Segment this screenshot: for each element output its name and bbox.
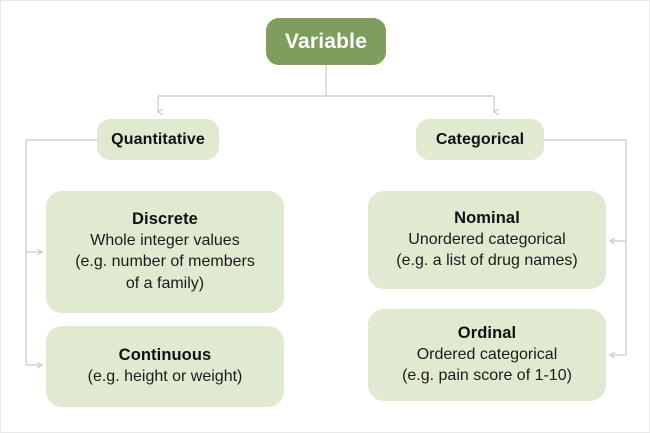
node-continuous-line-1: (e.g. height or weight) — [87, 367, 243, 385]
node-discrete-line-3: of a family) — [125, 274, 205, 292]
node-categorical-label: Categorical — [435, 130, 525, 148]
node-discrete-title: Discrete — [132, 210, 198, 229]
node-continuous-title: Continuous — [118, 345, 212, 364]
node-nominal[interactable]: Nominal Unordered categorical (e.g. a li… — [368, 191, 606, 289]
node-continuous[interactable]: Continuous (e.g. height or weight) — [46, 326, 284, 407]
node-ordinal[interactable]: Ordinal Ordered categorical (e.g. pain s… — [368, 309, 606, 401]
node-variable[interactable]: Variable — [266, 18, 386, 65]
node-quantitative[interactable]: Quantitative — [97, 119, 219, 160]
node-nominal-line-2: (e.g. a list of drug names) — [396, 252, 578, 269]
node-ordinal-line-2: (e.g. pain score of 1-10) — [402, 367, 572, 384]
node-ordinal-title: Ordinal — [457, 323, 517, 342]
node-variable-label: Variable — [284, 29, 368, 53]
node-ordinal-line-1: Ordered categorical — [416, 345, 558, 363]
node-nominal-title: Nominal — [454, 208, 520, 227]
node-nominal-line-1: Unordered categorical — [408, 230, 566, 248]
node-discrete[interactable]: Discrete Whole integer values (e.g. numb… — [46, 191, 284, 313]
node-discrete-line-1: Whole integer values — [90, 232, 240, 250]
node-discrete-line-2: (e.g. number of members — [75, 253, 255, 271]
node-categorical[interactable]: Categorical — [416, 119, 544, 160]
node-quantitative-label: Quantitative — [111, 130, 205, 148]
